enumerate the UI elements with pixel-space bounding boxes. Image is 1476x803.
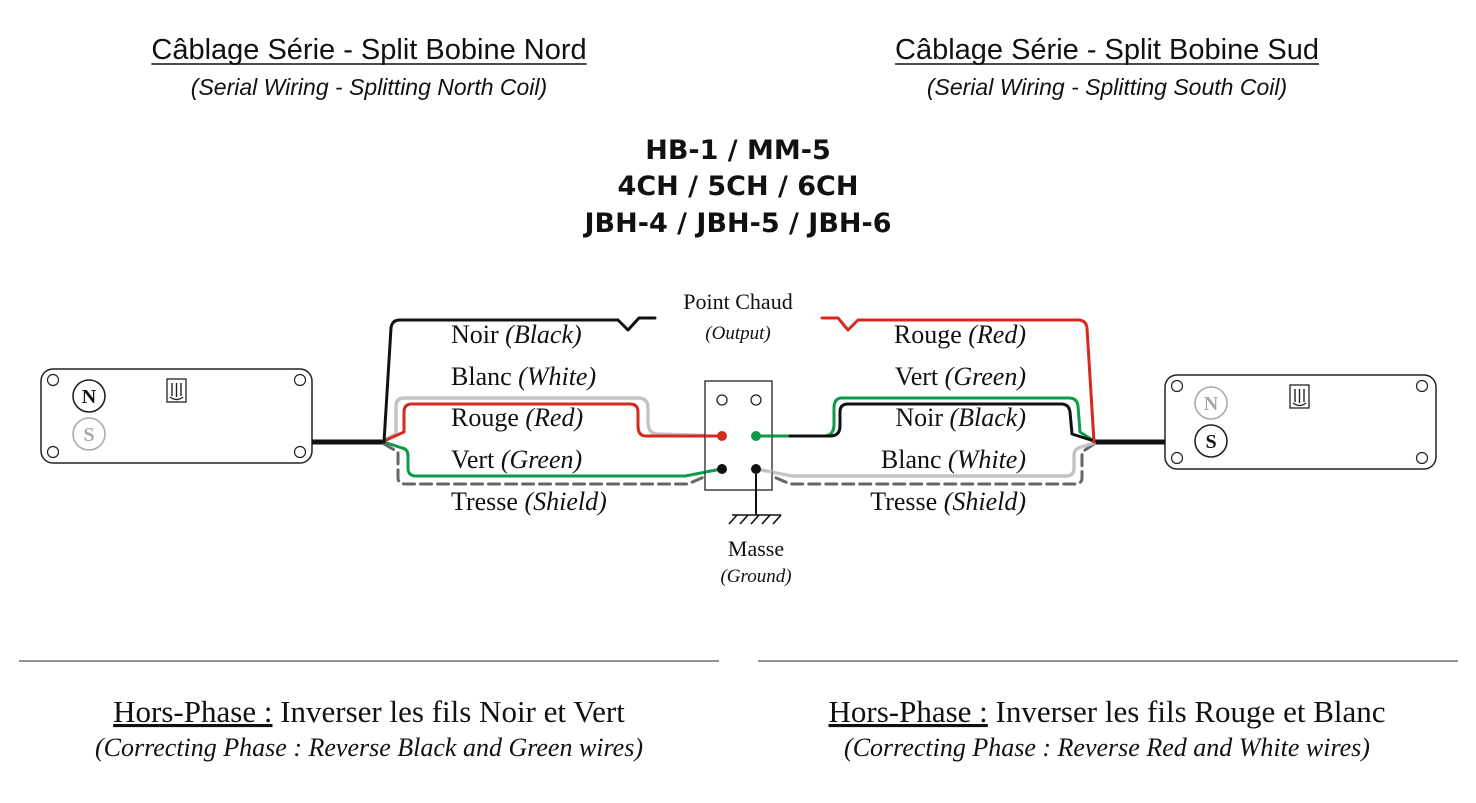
model-line-3: JBH-4 / JBH-5 / JBH-6 — [583, 208, 892, 239]
right-wire-label-1: Rouge (Red) — [894, 320, 1026, 349]
switch-lug-empty — [716, 394, 728, 406]
left-subtitle: (Serial Wiring - Splitting North Coil) — [191, 74, 547, 100]
left-wires — [382, 316, 724, 486]
right-header: Câblage Série - Split Bobine Sud (Serial… — [895, 34, 1319, 100]
right-wire-red — [820, 316, 1096, 444]
right-pole-inactive-label: N — [1204, 393, 1219, 415]
left-wire-label-5: Tresse (Shield) — [451, 487, 607, 516]
right-pole-active-label: S — [1205, 431, 1216, 453]
switch-lug-red — [717, 431, 727, 441]
mounting-hole-icon — [1415, 451, 1429, 465]
mounting-hole-icon — [1170, 379, 1184, 393]
model-line-1: HB-1 / MM-5 — [645, 135, 831, 166]
right-wire-labels: Rouge (Red) Vert (Green) Noir (Black) Bl… — [870, 320, 1026, 516]
switch-lug-black — [751, 464, 761, 474]
right-wire-label-4: Blanc (White) — [881, 445, 1026, 474]
left-footer-text: Hors-Phase : Inverser les fils Noir et V… — [113, 694, 625, 729]
model-list: HB-1 / MM-5 4CH / 5CH / 6CH JBH-4 / JBH-… — [583, 135, 892, 239]
right-wire-label-3: Noir (Black) — [895, 403, 1026, 432]
left-title: Câblage Série - Split Bobine Nord — [151, 34, 586, 66]
left-wire-labels: Noir (Black) Blanc (White) Rouge (Red) V… — [451, 320, 607, 516]
right-wire-green — [754, 396, 1096, 443]
south-pole-icon — [1194, 424, 1228, 458]
right-footer-sub: (Correcting Phase : Reverse Red and Whit… — [844, 733, 1370, 762]
left-wire-green — [382, 440, 724, 478]
ground-label: Masse — [728, 536, 784, 561]
right-wire-shield — [754, 442, 1096, 486]
right-footer-label: Hors-Phase : — [828, 694, 987, 729]
left-pole-inactive-label: S — [83, 424, 94, 446]
switch-lug-green — [751, 431, 761, 441]
left-pickup: N S — [40, 368, 313, 464]
left-header: Câblage Série - Split Bobine Nord (Seria… — [151, 34, 587, 100]
ground-symbol-icon — [728, 514, 782, 525]
right-wire-black — [788, 402, 1096, 443]
switch-lug-empty — [750, 394, 762, 406]
left-wire-label-2: Blanc (White) — [451, 362, 596, 391]
left-footer-sub: (Correcting Phase : Reverse Black and Gr… — [95, 733, 643, 762]
brand-logo-icon — [1289, 384, 1310, 409]
model-line-2: 4CH / 5CH / 6CH — [618, 171, 859, 202]
output-label: Point Chaud — [683, 289, 792, 314]
brand-logo-icon — [166, 378, 187, 403]
right-wire-label-2: Vert (Green) — [895, 362, 1026, 391]
mounting-hole-icon — [293, 373, 307, 387]
left-footer-label: Hors-Phase : — [113, 694, 272, 729]
right-wire-label-5: Tresse (Shield) — [870, 487, 1026, 516]
ground-sublabel: (Ground) — [720, 566, 791, 587]
south-pole-icon — [72, 417, 106, 451]
right-footer-text: Hors-Phase : Inverser les fils Rouge et … — [828, 694, 1385, 729]
right-wire-white — [754, 441, 1096, 478]
right-footer: Hors-Phase : Inverser les fils Rouge et … — [828, 694, 1386, 762]
right-title: Câblage Série - Split Bobine Sud — [895, 34, 1319, 66]
left-wire-label-4: Vert (Green) — [451, 445, 582, 474]
output-sublabel: (Output) — [705, 323, 770, 344]
right-pickup: N S — [1164, 374, 1437, 470]
north-pole-icon — [1194, 386, 1228, 420]
mounting-hole-icon — [1170, 451, 1184, 465]
switch-lug-black — [717, 464, 727, 474]
mounting-hole-icon — [293, 445, 307, 459]
right-wires — [754, 316, 1096, 486]
left-wire-red — [382, 402, 724, 443]
left-pickup-body — [40, 368, 313, 464]
left-wire-label-3: Rouge (Red) — [451, 403, 583, 432]
left-wire-label-1: Noir (Black) — [451, 320, 582, 349]
north-pole-icon — [72, 379, 106, 413]
right-pickup-body — [1164, 374, 1437, 470]
mounting-hole-icon — [1415, 379, 1429, 393]
left-wire-black — [382, 316, 657, 444]
junction-switch — [704, 380, 782, 525]
left-footer: Hors-Phase : Inverser les fils Noir et V… — [95, 694, 643, 762]
mounting-hole-icon — [46, 445, 60, 459]
left-pole-active-label: N — [82, 386, 97, 408]
left-wire-shield — [382, 442, 724, 486]
left-wire-white — [382, 396, 724, 442]
mounting-hole-icon — [46, 373, 60, 387]
right-subtitle: (Serial Wiring - Splitting South Coil) — [927, 74, 1287, 100]
